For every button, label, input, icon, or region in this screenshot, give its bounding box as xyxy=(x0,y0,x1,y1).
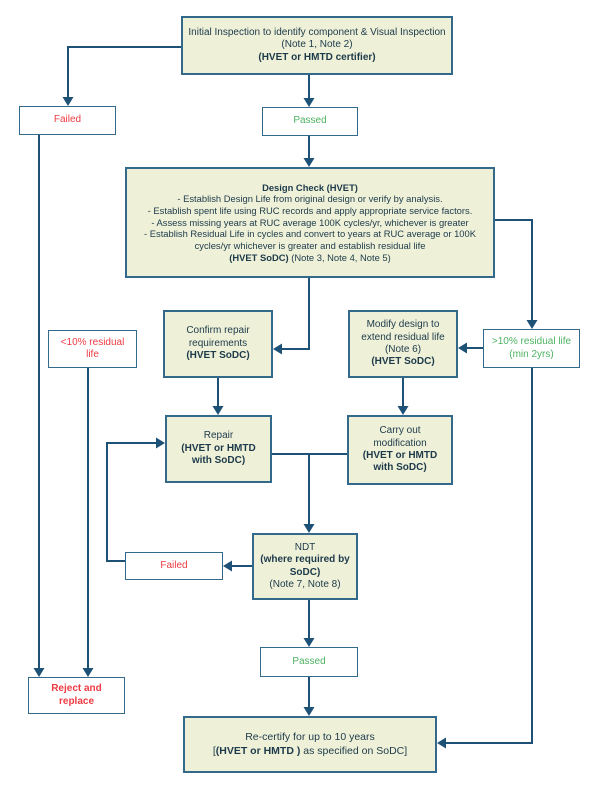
connector-gt10-to-recertify xyxy=(437,368,533,749)
connector-gt10-to-modify-design xyxy=(458,342,483,354)
lt10-label: <10% residual life xyxy=(60,336,125,360)
ndt-notes: (Note 7, Note 8) xyxy=(269,578,341,590)
node-repair: Repair (HVET or HMTD with SoDC) xyxy=(165,415,272,483)
initial-inspection-text: Initial Inspection to identify component… xyxy=(188,26,446,51)
ndt-required-by: (where required by SoDC) xyxy=(260,554,350,578)
node-initial-inspection: Initial Inspection to identify component… xyxy=(181,16,453,75)
node-failed-top: Failed xyxy=(19,106,116,135)
gt10-label: >10% residual life xyxy=(491,336,572,348)
recertify-rest: as specified on SoDC] xyxy=(300,744,408,757)
initial-inspection-certifier: (HVET or HMTD certifier) xyxy=(258,51,376,63)
carry-out-text: Carry out modification xyxy=(373,425,427,449)
connector-failed-to-repair-loop xyxy=(106,437,165,562)
recertify-certifier: (HVET or HMTD ) xyxy=(215,744,301,757)
design-check-footer: (HVET SoDC) (Note 3, Note 4, Note 5) xyxy=(229,252,391,264)
connector-failed-to-reject xyxy=(33,135,45,677)
repair-certifier: (HVET or HMTD with SoDC) xyxy=(181,442,256,467)
connector-passed-to-recertify xyxy=(303,677,315,716)
node-lt10-residual-life: <10% residual life xyxy=(48,330,137,368)
node-passed-ndt: Passed xyxy=(260,647,358,677)
node-modify-design: Modify design to extend residual life (N… xyxy=(348,310,458,378)
node-reject-and-replace: Reject and replace xyxy=(28,677,125,714)
node-ndt: NDT (where required by SoDC) (Note 7, No… xyxy=(252,533,358,600)
design-check-title: Design Check (HVET) xyxy=(262,181,358,193)
connector-initial-to-failed xyxy=(62,46,181,106)
node-passed-top: Passed xyxy=(262,107,358,136)
carry-out-certifier: (HVET or HMTD with SoDC) xyxy=(362,450,438,474)
design-check-sodc: (HVET SoDC) xyxy=(229,251,289,263)
design-check-item: - Establish spent life using RUC records… xyxy=(147,205,473,217)
node-failed-ndt: Failed xyxy=(125,552,223,580)
connector-design-check-to-gt10 xyxy=(495,219,538,329)
reject-label: Reject and replace xyxy=(51,683,102,707)
connector-passed-to-design-check xyxy=(303,136,315,167)
connector-lt10-to-reject xyxy=(82,368,94,677)
design-check-item: - Establish Residual Life in cycles and … xyxy=(144,228,476,251)
modify-design-text: Modify design to extend residual life xyxy=(361,319,445,343)
modify-design-sodc: (HVET SoDC) xyxy=(371,356,435,368)
node-gt10-residual-life: >10% residual life (min 2yrs) xyxy=(483,329,580,368)
recertify-bracket: [ xyxy=(212,744,216,757)
passed-ndt-label: Passed xyxy=(292,655,326,667)
connector-to-ndt xyxy=(303,454,315,533)
passed-top-label: Passed xyxy=(293,115,327,127)
confirm-repair-text: Confirm repair requirements xyxy=(186,325,250,349)
design-check-item: - Establish Design Life from original de… xyxy=(177,193,443,205)
connector-design-check-to-confirm-repair xyxy=(273,278,310,355)
node-design-check: Design Check (HVET) - Establish Design L… xyxy=(125,167,495,278)
node-confirm-repair: Confirm repair requirements (HVET SoDC) xyxy=(163,310,273,378)
connector-initial-to-passed xyxy=(303,75,315,107)
confirm-repair-sodc: (HVET SoDC) xyxy=(186,350,250,362)
recertify-line2: [(HVET or HMTD ) as specified on SoDC] xyxy=(213,745,407,758)
connector-ndt-to-failed xyxy=(223,560,252,572)
failed-top-label: Failed xyxy=(53,114,82,126)
failed-ndt-label: Failed xyxy=(160,559,188,571)
ndt-text: NDT xyxy=(294,541,316,553)
repair-text: Repair xyxy=(203,430,234,442)
node-recertify: Re-certify for up to 10 years [(HVET or … xyxy=(183,716,437,773)
modify-design-note: (Note 6) xyxy=(384,344,422,355)
recertify-line1: Re-certify for up to 10 years xyxy=(245,731,375,744)
design-check-item: - Assess missing years at RUC average 10… xyxy=(151,216,469,228)
node-carry-out-modification: Carry out modification (HVET or HMTD wit… xyxy=(347,415,453,485)
design-check-notes: (Note 3, Note 4, Note 5) xyxy=(288,251,391,263)
connector-confirm-repair-to-repair xyxy=(212,378,224,415)
gt10-sub-label: (min 2yrs) xyxy=(509,348,554,360)
connector-modify-design-to-carry-out xyxy=(397,378,409,415)
connector-ndt-to-passed xyxy=(303,600,315,647)
